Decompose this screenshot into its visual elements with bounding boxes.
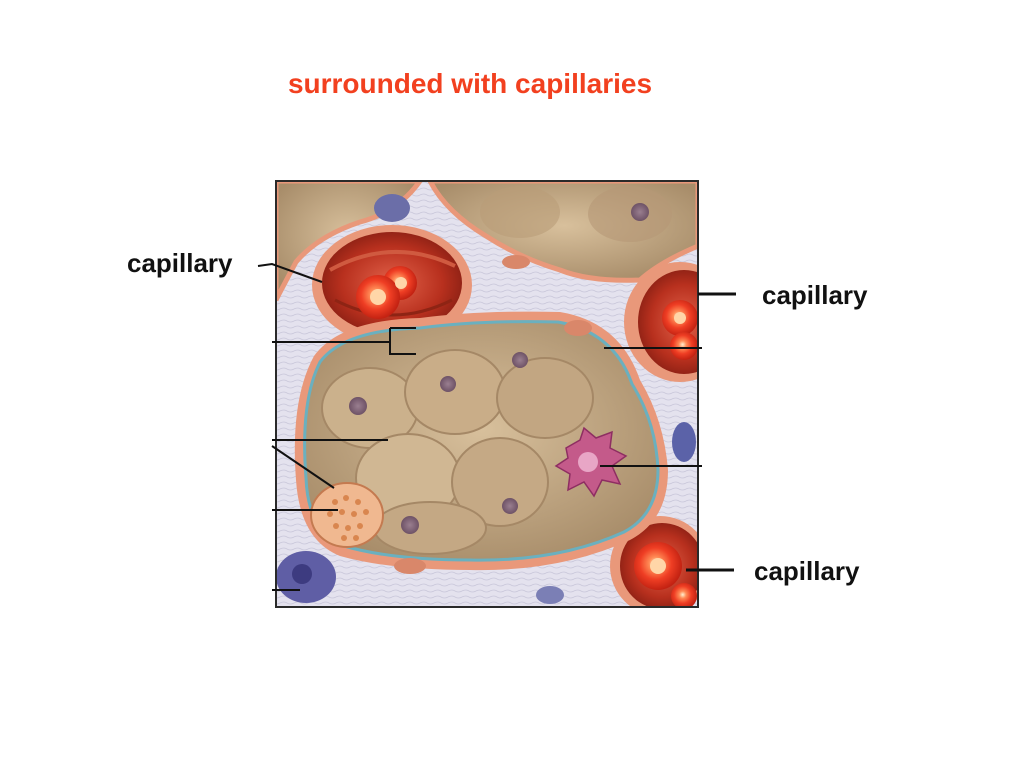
leukocyte <box>374 194 410 222</box>
label-capillary-top-left: capillary <box>127 248 233 278</box>
leader-line-capillary-top-left <box>257 262 323 283</box>
red-blood-cell <box>670 332 698 360</box>
type-ii-cell <box>310 482 384 548</box>
cell-nucleus <box>502 498 518 514</box>
alveolar-cell <box>373 501 487 555</box>
leukocyte <box>672 422 696 462</box>
leader-line-bracket <box>272 327 416 355</box>
cell-nucleus <box>512 352 528 368</box>
label-capillary-right-bottom: capillary <box>754 556 860 586</box>
cell-outline <box>480 186 560 238</box>
leukocyte-nucleus <box>292 564 312 584</box>
illustration-frame <box>275 180 699 608</box>
surfactant-granules <box>327 495 369 541</box>
label-capillary-right-top: capillary <box>762 280 868 310</box>
red-blood-cell <box>671 583 697 607</box>
endothelial-nucleus <box>394 558 426 574</box>
slide-title: surrounded with capillaries <box>287 68 653 99</box>
capillary-top-left <box>312 225 472 345</box>
cell-nucleus <box>349 397 367 415</box>
alveolus-central <box>294 311 668 571</box>
endothelial-nucleus <box>502 255 530 269</box>
alveolar-cell <box>496 357 594 439</box>
cell-nucleus <box>631 203 649 221</box>
cell-nucleus <box>440 376 456 392</box>
alveolar-cell <box>451 437 549 527</box>
capillary-right-top <box>624 262 698 382</box>
leader-line-left-diag <box>271 445 335 489</box>
alveolar-cell <box>404 349 506 435</box>
cell-outline <box>588 186 672 242</box>
cell-nucleus <box>401 516 419 534</box>
leukocyte <box>536 586 564 604</box>
endothelial-nucleus <box>564 320 592 336</box>
